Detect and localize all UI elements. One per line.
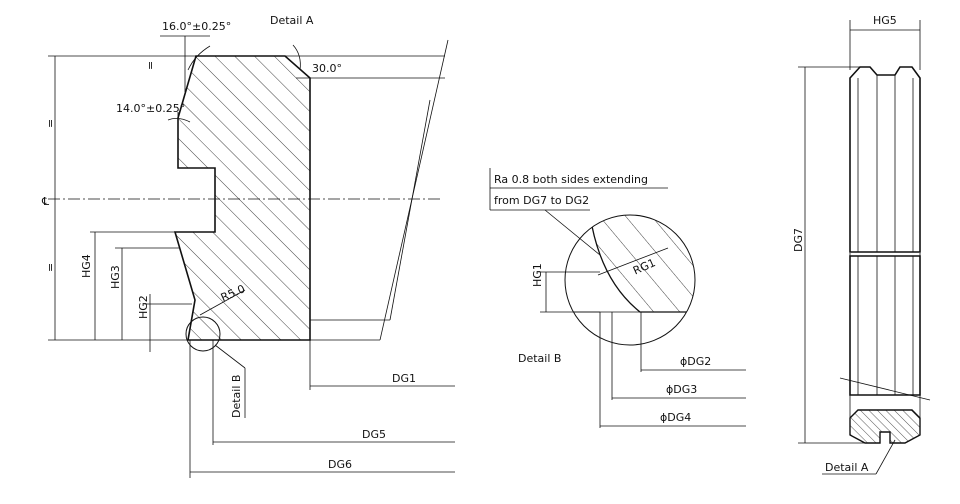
detail-b-title: Detail B xyxy=(518,352,561,365)
side-view: HG5 DG7 Detail A xyxy=(792,14,931,475)
dim-dg6: DG6 xyxy=(328,458,352,471)
equal-mark-upper: = xyxy=(44,119,57,128)
centerline-symbol: ℄ xyxy=(41,195,49,208)
dim-dg4: ϕDG4 xyxy=(660,411,691,424)
angle-right: 30.0° xyxy=(312,62,342,75)
dim-hg2: HG2 xyxy=(137,295,150,319)
surface-note-line2: from DG7 to DG2 xyxy=(494,194,589,207)
ring-body-lower xyxy=(849,255,921,396)
equal-mark-small: = xyxy=(144,61,157,70)
detail-b-callout: Detail B xyxy=(230,375,243,418)
dim-dg5: DG5 xyxy=(362,428,386,441)
angle-top: 16.0°±0.25° xyxy=(162,20,231,33)
equal-mark-lower: = xyxy=(44,263,57,272)
dim-dg7: DG7 xyxy=(792,228,805,252)
dim-hg3: HG3 xyxy=(109,265,122,289)
detail-b-section xyxy=(589,215,695,313)
seal-cross-section xyxy=(173,55,311,341)
dim-hg5: HG5 xyxy=(873,14,897,27)
detail-b-marker-circle xyxy=(185,316,221,352)
dim-hg1: HG1 xyxy=(531,263,544,287)
dim-hg4: HG4 xyxy=(80,254,93,278)
surface-note-line1: Ra 0.8 both sides extending xyxy=(494,173,648,186)
detail-a-title: Detail A xyxy=(270,14,314,27)
dim-dg1: DG1 xyxy=(392,372,416,385)
dim-dg3: ϕDG3 xyxy=(666,383,697,396)
detail-a-section-view: = = ℄ HG4 HG3 HG2 16.0°±0.25° = 14.0°±0.… xyxy=(41,14,455,478)
detail-a-callout: Detail A xyxy=(825,461,869,474)
angle-mid: 14.0°±0.25° xyxy=(116,102,185,115)
ring-section-bottom xyxy=(849,409,921,444)
detail-b-view: RG1 HG1 Ra 0.8 both sides extending from… xyxy=(489,168,746,428)
ring-body-upper xyxy=(849,66,921,253)
dim-dg2: ϕDG2 xyxy=(680,355,711,368)
